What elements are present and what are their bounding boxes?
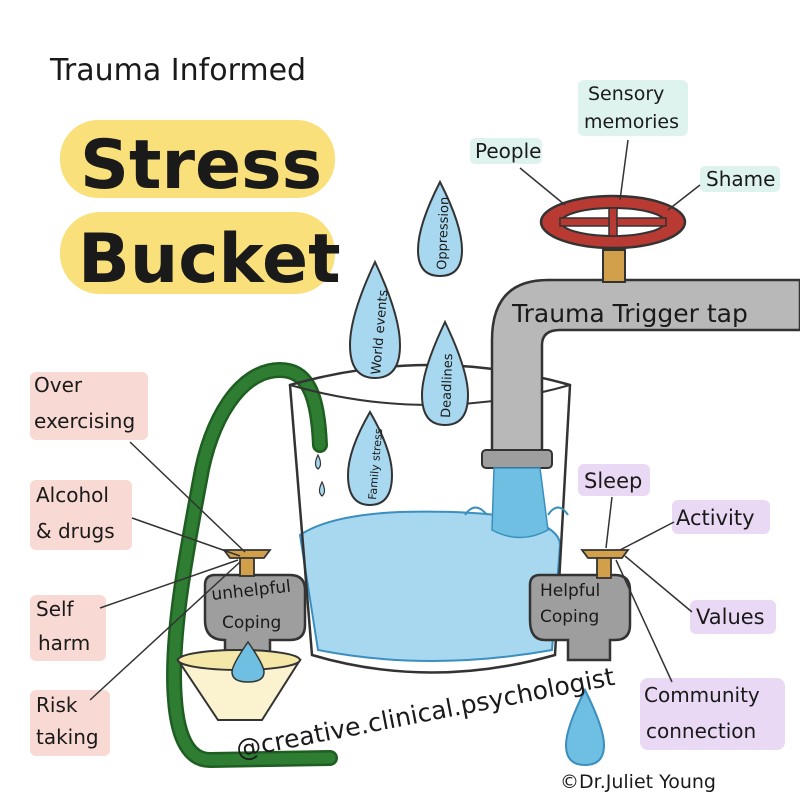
watermark: @creative.clinical.psychologist xyxy=(234,662,618,764)
water-stream xyxy=(492,468,548,538)
unhelpful-tap-stem xyxy=(240,556,254,576)
unhelpful-tap-label-2: Coping xyxy=(222,613,281,633)
small-drop-2 xyxy=(320,482,325,496)
helpful-item-activity: Activity xyxy=(676,506,755,530)
splash-2 xyxy=(548,508,568,516)
valve-label-shame: Shame xyxy=(706,167,775,191)
drop-label-oppression: Oppression xyxy=(435,197,453,271)
unhelpful-tap-handle[interactable] xyxy=(224,550,270,558)
title-line-1: Stress xyxy=(80,126,322,205)
title-line-2: Bucket xyxy=(78,220,341,299)
helpful-tap-stem xyxy=(597,556,611,578)
drop-family-stress: Family stress xyxy=(348,412,392,505)
drop-label-deadlines: Deadlines xyxy=(439,353,456,418)
valve-spoke-v xyxy=(609,208,617,236)
values-leader xyxy=(625,556,692,612)
small-drop-1 xyxy=(316,455,321,469)
drop-deadlines: Deadlines xyxy=(422,322,468,425)
trigger-tap-label: Trauma Trigger tap xyxy=(511,299,748,328)
pipe-nozzle xyxy=(482,450,552,468)
helpful-item-sleep: Sleep xyxy=(584,469,642,493)
drop-oppression: Oppression xyxy=(418,182,462,276)
helpful-tap-label-1: Helpful xyxy=(540,581,600,601)
subtitle: Trauma Informed xyxy=(49,53,306,88)
shame-leader xyxy=(668,185,700,210)
helpful-item-values: Values xyxy=(696,605,765,629)
sleep-leader xyxy=(606,497,612,548)
sensory-leader xyxy=(620,140,628,200)
activity-leader xyxy=(620,522,674,550)
people-leader xyxy=(520,168,565,205)
valve-label-people: People xyxy=(475,139,541,163)
helpful-tap-handle[interactable] xyxy=(582,550,628,558)
falling-drop xyxy=(566,690,604,765)
valve-stem xyxy=(603,250,625,282)
drop-world-events: World events xyxy=(350,262,400,378)
helpful-tap-label-2: Coping xyxy=(540,607,599,627)
copyright: ©Dr.Juliet Young xyxy=(560,771,716,793)
